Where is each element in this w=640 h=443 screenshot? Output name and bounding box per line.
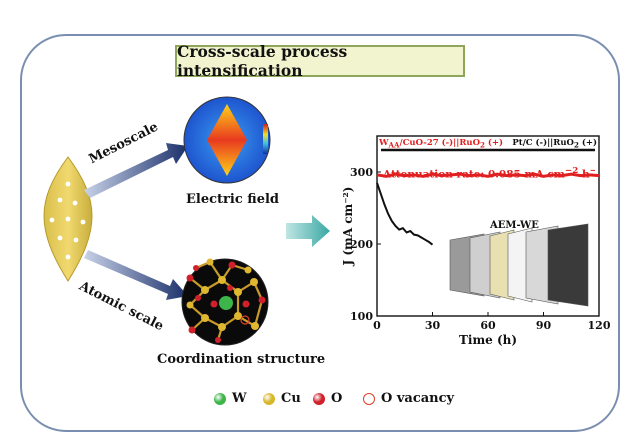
x-tick-label: 30 — [425, 319, 441, 332]
legend-label: O — [331, 391, 343, 406]
legend-dot — [263, 392, 275, 405]
result-arrow — [286, 215, 330, 247]
legend-red-series: WAA/CuO-27 (-)||RuO2 (+) — [379, 138, 504, 150]
nanoleaf-particle — [43, 156, 93, 282]
legend-label: O vacancy — [381, 391, 455, 406]
chart-legend-text: WAA/CuO-27 (-)||RuO2 (+) Pt/C (-)||RuO2 (… — [379, 137, 597, 151]
stability-chart: WAA/CuO-27 (-)||RuO2 (+) Pt/C (-)||RuO2 (… — [342, 135, 611, 346]
device-plate — [547, 223, 589, 307]
coordination-structure-label: Coordination structure — [157, 352, 326, 367]
y-tick-label: 200 — [350, 238, 373, 251]
y-tick-label: 300 — [350, 166, 373, 179]
y-axis-label: J (mA cm⁻²) — [342, 187, 355, 267]
legend-item-o: O — [313, 391, 342, 406]
electric-field-label: Electric field — [186, 192, 280, 207]
x-axis-label: Time (h) — [459, 333, 517, 346]
legend-dot — [214, 392, 226, 405]
aem-we-device — [449, 223, 589, 307]
outer-frame — [20, 34, 620, 432]
x-tick-label: 0 — [373, 319, 381, 332]
atomic-scale-arrow — [84, 250, 188, 300]
attenuation-text: Attenuation rate: 0.085 mA cm−2 h−1 — [383, 166, 595, 181]
chart-legend: WAA/CuO-27 (-)||RuO2 (+) Pt/C (-)||RuO2 (… — [379, 137, 597, 151]
legend-item-cu: Cu — [263, 391, 301, 406]
coordination-structure-map — [181, 258, 269, 346]
legend-dot — [313, 392, 325, 405]
legend-item-w: W — [214, 391, 247, 406]
legend-label: W — [232, 391, 247, 406]
legend-black-series: Pt/C (-)||RuO2 (+) — [512, 138, 597, 150]
mesoscale-arrow — [84, 143, 188, 198]
aem-we-label: AEM-WE — [489, 220, 539, 231]
legend-item-o-vacancy: O vacancy — [363, 391, 454, 406]
x-tick-label: 60 — [480, 319, 496, 332]
page-title: Cross-scale process intensification — [175, 42, 465, 80]
x-tick-label: 90 — [536, 319, 552, 332]
legend-dot — [363, 392, 375, 405]
y-tick-label: 100 — [350, 310, 373, 323]
series-line-waa-cuo — [376, 172, 600, 178]
electric-field-map — [183, 96, 271, 184]
x-tick-label: 120 — [588, 319, 611, 332]
series-line-ptc — [376, 182, 434, 246]
legend-label: Cu — [281, 391, 301, 406]
